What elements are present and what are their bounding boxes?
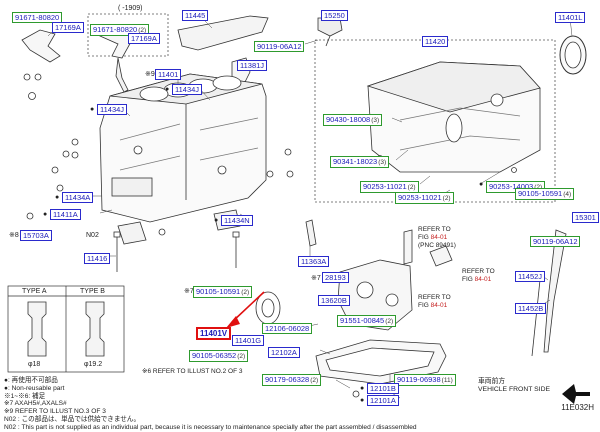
part-label-17169a-a[interactable]: 17169A [52, 22, 84, 33]
note-mark-8: ※8 [9, 232, 19, 239]
part-label-12102a[interactable]: 12102A [268, 347, 300, 358]
part-label-11434j-b[interactable]: 11434J [97, 104, 128, 115]
part-label-15703a[interactable]: 15703A [20, 230, 52, 241]
part-label-90253-11021-a[interactable]: 90253-11021(2) [360, 181, 419, 193]
part-label-90105-06352[interactable]: 90105-06352(2) [189, 350, 249, 362]
non-reusable-dot-3: ● [479, 181, 484, 188]
part-label-11452b[interactable]: 11452B [515, 303, 547, 314]
part-label-90179-06328[interactable]: 90179-06328(2) [262, 374, 322, 386]
part-label-90341-18023[interactable]: 90341-18023(3) [330, 156, 390, 168]
part-label-11401v[interactable]: 11401V [196, 327, 232, 340]
non-reusable-dot-8: ● [360, 397, 365, 404]
non-reusable-dot-2: ● [90, 106, 95, 113]
engine-bracket-1 [21, 29, 61, 63]
figure-code: 11E032H [561, 403, 594, 412]
footnotes: ●: 再使用不可部品 ●: Non-reusable part ※1~※6: 補… [4, 377, 524, 432]
part-label-11401[interactable]: 11401 [155, 69, 182, 80]
part-label-90105-10591-b[interactable]: 90105-10591(2) [193, 286, 253, 298]
note-line-6: N02 : この部品は、単品では供給できません。 [4, 415, 141, 423]
part-label-90105-10591-a[interactable]: 90105-10591(4) [515, 188, 575, 200]
part-label-11411a[interactable]: 11411A [50, 209, 81, 220]
note-mark-7a: ※7 [311, 275, 321, 282]
part-label-11401l[interactable]: 11401L [555, 12, 586, 23]
oil-pan-upper [366, 61, 541, 173]
refer-to-fig-2[interactable]: REFER TO FIG 84-01 [462, 268, 495, 283]
part-label-11381j[interactable]: 11381J [237, 60, 268, 71]
non-reusable-dot-5: ● [43, 211, 48, 218]
dipstick-rod [531, 279, 541, 357]
non-reusable-dot-1: ● [165, 86, 170, 93]
note-line-2: ●: Non-reusable part [4, 384, 65, 392]
part-label-11416[interactable]: 11416 [84, 253, 111, 264]
highlight-arrow-head [226, 316, 240, 328]
part-label-11420[interactable]: 11420 [422, 36, 449, 47]
vehicle-front-arrow [562, 384, 590, 404]
part-label-15301[interactable]: 15301 [572, 212, 599, 223]
date-range-note: ( -1909) [118, 5, 143, 12]
refer-to-fig-3[interactable]: REFER TO FIG 84-01 [418, 294, 451, 309]
note-line-3: ※1~※6: 補足 [4, 392, 46, 400]
refer-to-fig-1[interactable]: REFER TO FIG 84-01 (PNC 89491) [418, 226, 456, 249]
non-reusable-dot-6: ● [214, 217, 219, 224]
part-label-90119-06a12[interactable]: 90119-06A12 [254, 41, 305, 52]
cylinder-block [99, 73, 267, 223]
bracket-group-box [87, 13, 169, 57]
note-line-5: ※9 REFER TO ILLUST NO.3 OF 3 [4, 408, 106, 416]
type-a-dimension: φ18 [28, 361, 41, 368]
block-bolts [23, 73, 294, 272]
part-label-90119-06938[interactable]: 90119-06938(11) [394, 374, 456, 386]
part-label-11401g[interactable]: 11401G [232, 335, 265, 346]
part-label-90430-18008[interactable]: 90430-18008(3) [323, 114, 383, 126]
type-a-sketch [27, 301, 47, 357]
type-b-label: TYPE B [80, 288, 105, 295]
note-line-7: N02 : This part is not supplied as an in… [4, 423, 417, 431]
part-label-91671-80820-a[interactable]: 91671-80820 [12, 12, 63, 23]
part-label-91551-00845[interactable]: 91551-00845(2) [337, 315, 397, 327]
heat-shield-cover [177, 15, 269, 51]
highlight-arrow [231, 291, 265, 323]
non-reusable-dot-7: ● [360, 385, 365, 392]
part-label-11363a[interactable]: 11363A [298, 256, 330, 267]
parts-diagram [7, 13, 590, 404]
drain-plug [352, 390, 360, 398]
bracket-arm [115, 57, 129, 93]
refer-illust-2[interactable]: ※6 REFER TO ILLUST NO.2 OF 3 [142, 368, 243, 375]
part-label-13620b[interactable]: 13620B [318, 295, 350, 306]
oil-pan-lower [315, 339, 447, 385]
gasket-ring-inner [261, 298, 275, 318]
pipe [305, 219, 317, 247]
part-label-12101b[interactable]: 12101B [367, 383, 399, 394]
non-reusable-dot-4: ● [55, 194, 60, 201]
part-label-90119-06a12-b[interactable]: 90119-06A12 [530, 236, 581, 247]
note-line-4: ※7 AXAH5#,AXALS# [4, 400, 67, 408]
part-label-90253-11021-b[interactable]: 90253-11021(2) [395, 192, 454, 204]
dipstick-guide [543, 229, 567, 353]
crank-oil-seal-inner [564, 41, 582, 69]
part-label-11445[interactable]: 11445 [182, 10, 209, 21]
part-label-11434a[interactable]: 11434A [62, 192, 94, 203]
part-label-11434n[interactable]: 11434N [221, 215, 253, 226]
note-mark-9: ※9 [145, 71, 155, 78]
part-label-11452j[interactable]: 11452J [515, 271, 546, 282]
type-a-label: TYPE A [22, 288, 47, 295]
note-mark-7b: ※7 [184, 288, 194, 295]
part-label-12101a[interactable]: 12101A [367, 395, 399, 406]
n02-mark: N02 [86, 232, 99, 239]
part-label-17169a-b[interactable]: 17169A [128, 33, 160, 44]
sensor-wire [325, 35, 331, 47]
part-label-28193[interactable]: 28193 [322, 272, 349, 283]
part-label-11434j-a[interactable]: 11434J [172, 84, 203, 95]
vehicle-front-label: 車両前方 VEHICLE FRONT SIDE [478, 378, 551, 393]
oil-strainer [403, 229, 453, 267]
type-b-sketch [85, 301, 105, 357]
part-label-15250[interactable]: 15250 [321, 10, 348, 21]
part-label-12106-06028[interactable]: 12106-06028 [262, 323, 313, 334]
note-line-1: ●: 再使用不可部品 [4, 377, 58, 384]
type-b-dimension: φ19.2 [84, 361, 103, 368]
